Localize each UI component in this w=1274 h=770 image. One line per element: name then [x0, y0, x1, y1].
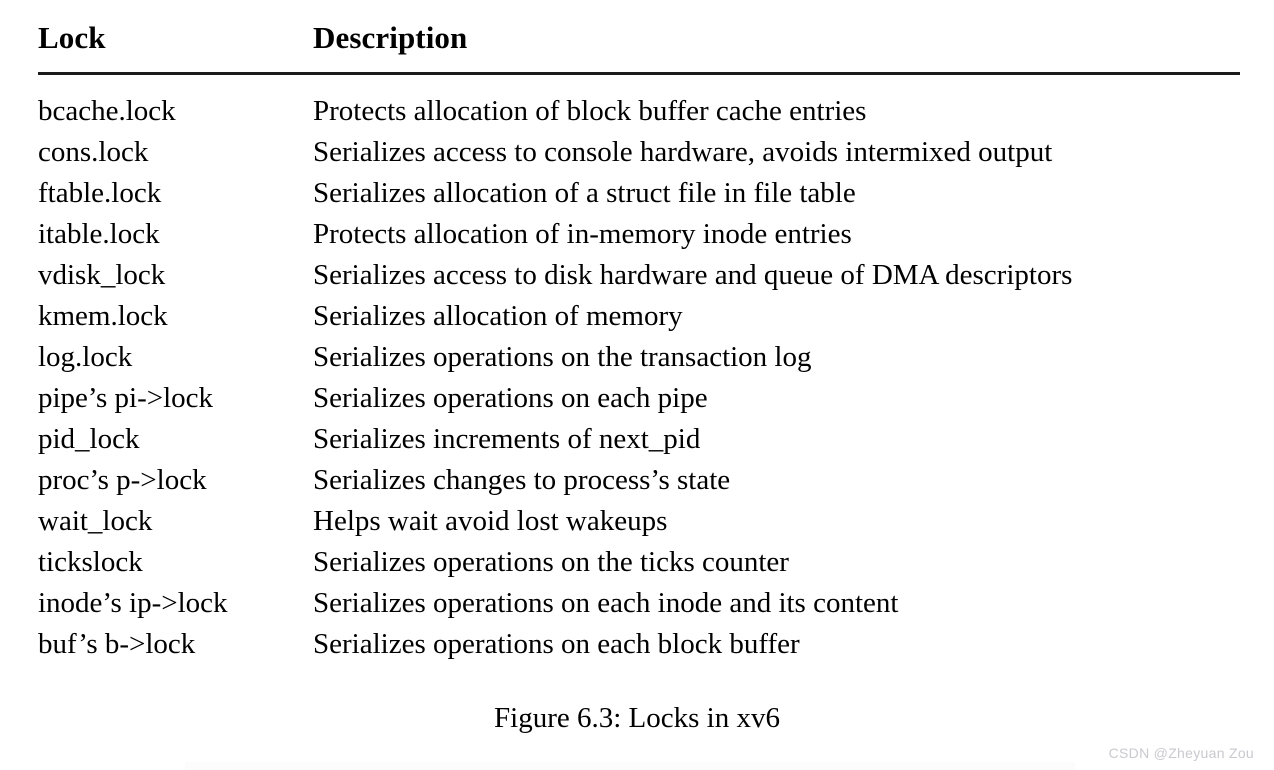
table-row: buf’s b->lock Serializes operations on ea…	[38, 624, 1240, 665]
lock-name-cell: pid_lock	[38, 423, 140, 455]
table-row: bcache.lock Protects allocation of block …	[38, 74, 1240, 133]
watermark: CSDN @Zheyuan Zou	[1108, 745, 1254, 761]
lock-description-cell: Serializes increments of next_pid	[313, 423, 701, 455]
lock-description-cell: Serializes access to console hardware, a…	[313, 136, 1053, 168]
lock-description-cell: Serializes operations on each block buff…	[313, 628, 800, 660]
lock-name-cell: wait_lock	[38, 505, 153, 537]
lock-name-cell: pipe’s pi->lock	[38, 382, 214, 414]
lock-name-cell: itable.lock	[38, 218, 160, 250]
lock-description-cell: Protects allocation of block buffer cach…	[313, 95, 867, 127]
table-body: bcache.lock Protects allocation of block …	[38, 74, 1240, 666]
table-row: tickslock Serializes operations on the ti…	[38, 542, 1240, 583]
lock-description-cell: Serializes access to disk hardware and q…	[313, 259, 1073, 291]
lock-description-cell: Serializes operations on each inode and …	[313, 587, 899, 619]
lock-name-cell: vdisk_lock	[38, 259, 166, 291]
table-row: cons.lock Serializes access to console ha…	[38, 132, 1240, 173]
bottom-band	[185, 762, 1075, 770]
table-row: wait_lock Helps wait avoid lost wakeups	[38, 501, 1240, 542]
lock-name-cell: proc’s p->lock	[38, 464, 207, 496]
lock-description-cell: Serializes allocation of memory	[313, 300, 683, 332]
table-row: pipe’s pi->lock Serializes operations on …	[38, 378, 1240, 419]
table-row: vdisk_lock Serializes access to disk hard…	[38, 255, 1240, 296]
table-row: ftable.lock Serializes allocation of a st…	[38, 173, 1240, 214]
lock-name-cell: inode’s ip->lock	[38, 587, 228, 619]
lock-name-cell: bcache.lock	[38, 95, 176, 127]
column-header-lock: Lock	[38, 20, 106, 55]
figure-caption: Figure 6.3: Locks in xv6	[494, 702, 780, 734]
table-row: log.lock Serializes operations on the tra…	[38, 337, 1240, 378]
table-row: itable.lock Protects allocation of in-mem…	[38, 214, 1240, 255]
lock-name-cell: kmem.lock	[38, 300, 168, 332]
lock-description-cell: Serializes operations on each pipe	[313, 382, 708, 414]
table-row: proc’s p->lock Serializes changes to proc…	[38, 460, 1240, 501]
table-row: kmem.lock Serializes allocation of memory	[38, 296, 1240, 337]
lock-name-cell: ftable.lock	[38, 177, 162, 209]
lock-description-cell: Protects allocation of in-memory inode e…	[313, 218, 852, 250]
table-header: Lock Description	[38, 18, 1240, 74]
table-header-row: Lock Description	[38, 18, 1240, 74]
lock-description-cell: Serializes changes to process’s state	[313, 464, 731, 496]
table-row: inode’s ip->lock Serializes operations on…	[38, 583, 1240, 624]
lock-name-cell: cons.lock	[38, 136, 149, 168]
lock-description-cell: Helps wait avoid lost wakeups	[313, 505, 668, 537]
lock-description-cell: Serializes allocation of a struct file i…	[313, 177, 856, 209]
lock-name-cell: log.lock	[38, 341, 133, 373]
table-row: pid_lock Serializes increments of next_pi…	[38, 419, 1240, 460]
lock-name-cell: tickslock	[38, 546, 143, 578]
lock-description-cell: Serializes operations on the ticks count…	[313, 546, 789, 578]
lock-description-cell: Serializes operations on the transaction…	[313, 341, 812, 373]
column-header-description: Description	[313, 20, 468, 55]
lock-name-cell: buf’s b->lock	[38, 628, 196, 660]
